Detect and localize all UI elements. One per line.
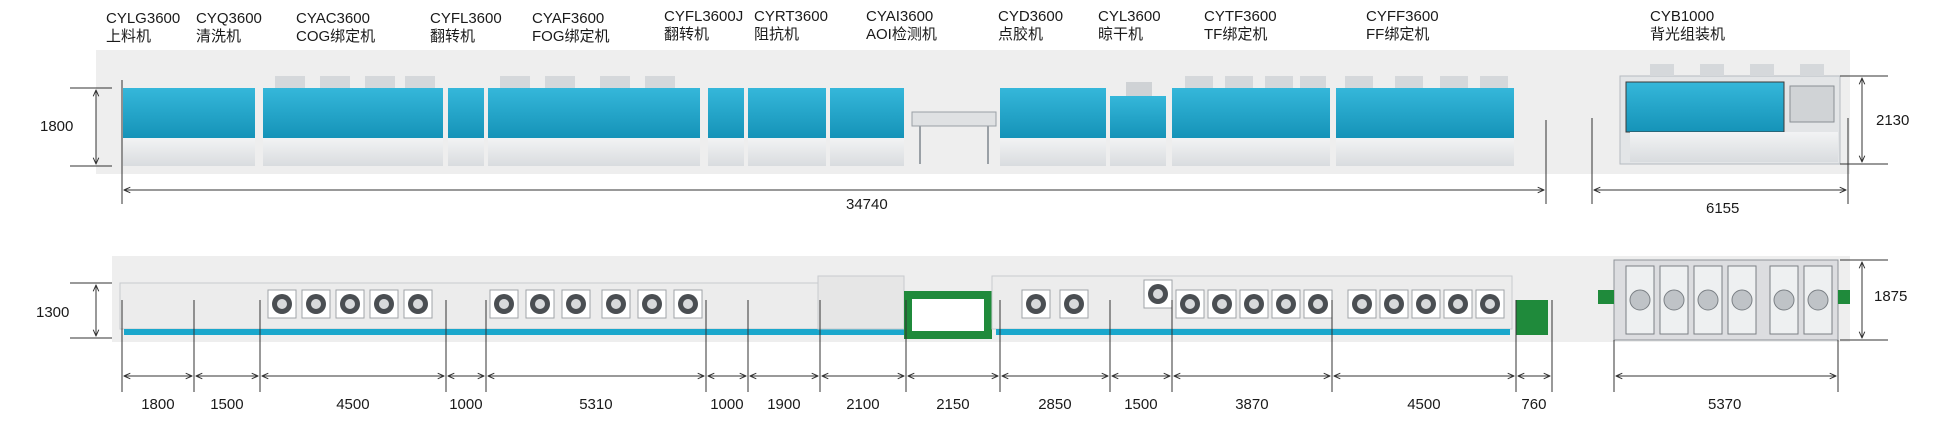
segment-label: 1900 (767, 396, 801, 413)
fan-unit (1271, 289, 1301, 319)
fan-unit (601, 289, 631, 319)
dim-top-depth-left: 1300 (36, 304, 70, 321)
segment-label: 4500 (336, 396, 370, 413)
top-blue-strip (124, 329, 904, 335)
machine-front-impedance (748, 88, 826, 166)
front-view-machines (123, 64, 1841, 166)
fan-unit (403, 289, 433, 319)
segment-label: 760 (1521, 396, 1547, 413)
machine-front-dryer (1110, 82, 1166, 166)
machine-front-loader (123, 88, 203, 166)
fan-unit (369, 289, 399, 319)
fan-unit (1207, 289, 1237, 319)
fan-unit (673, 289, 703, 319)
dim-front-height-right: 2130 (1876, 112, 1910, 129)
segment-label: 3870 (1235, 396, 1269, 413)
machine-front-aoi (830, 88, 904, 166)
fan-unit (1021, 289, 1051, 319)
segment-dimension-lines (121, 300, 1553, 392)
backlight-cell (1769, 265, 1799, 335)
top-aoi-body (817, 275, 905, 330)
machine-front-backlight (1619, 64, 1841, 165)
fan-unit (1143, 279, 1173, 309)
fan-unit (1443, 289, 1473, 319)
machine-front-tf (1172, 76, 1330, 166)
segment-label: 1800 (141, 396, 175, 413)
backlight-cell (1803, 265, 1833, 335)
top-green-conveyor (904, 291, 992, 339)
fan-unit (489, 289, 519, 319)
backlight-cell (1693, 265, 1723, 335)
machine-front-flip2 (708, 88, 744, 166)
segment-label: 1500 (1124, 396, 1158, 413)
dim-front-height-left: 1800 (40, 118, 74, 135)
segment-label: 4500 (1407, 396, 1441, 413)
machine-front-dispenser (1000, 88, 1106, 166)
dim-total-length: 34740 (846, 196, 888, 213)
segment-label: 2100 (846, 396, 880, 413)
machine-front-flip1 (448, 88, 484, 166)
machine-front-cog (263, 76, 443, 166)
segment-label: 2850 (1038, 396, 1072, 413)
fan-unit (1239, 289, 1269, 319)
fan-unit (1475, 289, 1505, 319)
fan-unit (1303, 289, 1333, 319)
backlight-cell (1659, 265, 1689, 335)
segment-label: 1500 (210, 396, 244, 413)
segment-label: 1000 (449, 396, 483, 413)
fan-units (267, 279, 1505, 319)
dim-right-segment: 5370 (1708, 396, 1742, 413)
segment-label: 5310 (579, 396, 613, 413)
dim-top-depth-right: 1875 (1874, 288, 1908, 305)
fan-unit (561, 289, 591, 319)
top-view-machines (119, 259, 1850, 341)
fan-unit (1411, 289, 1441, 319)
machine-front-fog (488, 76, 700, 166)
backlight-cell (1625, 265, 1655, 335)
machine-front-cleaner (203, 88, 255, 166)
top-tail-conveyor (1516, 300, 1548, 335)
fan-unit (301, 289, 331, 319)
fan-unit (1347, 289, 1377, 319)
fan-unit (1175, 289, 1205, 319)
dim-right-length: 6155 (1706, 200, 1740, 217)
top-right-blue-strip (996, 329, 1510, 335)
segment-label: 2150 (936, 396, 970, 413)
segment-label: 1000 (710, 396, 744, 413)
machine-front-ff (1336, 76, 1514, 166)
fan-unit (1379, 289, 1409, 319)
fan-unit (267, 289, 297, 319)
backlight-cell (1727, 265, 1757, 335)
fan-unit (1059, 289, 1089, 319)
front-conveyor (911, 111, 997, 164)
fan-unit (335, 289, 365, 319)
fan-unit (637, 289, 667, 319)
dimension-lines (70, 75, 1888, 392)
fan-unit (525, 289, 555, 319)
backlight-cells (1625, 265, 1833, 335)
